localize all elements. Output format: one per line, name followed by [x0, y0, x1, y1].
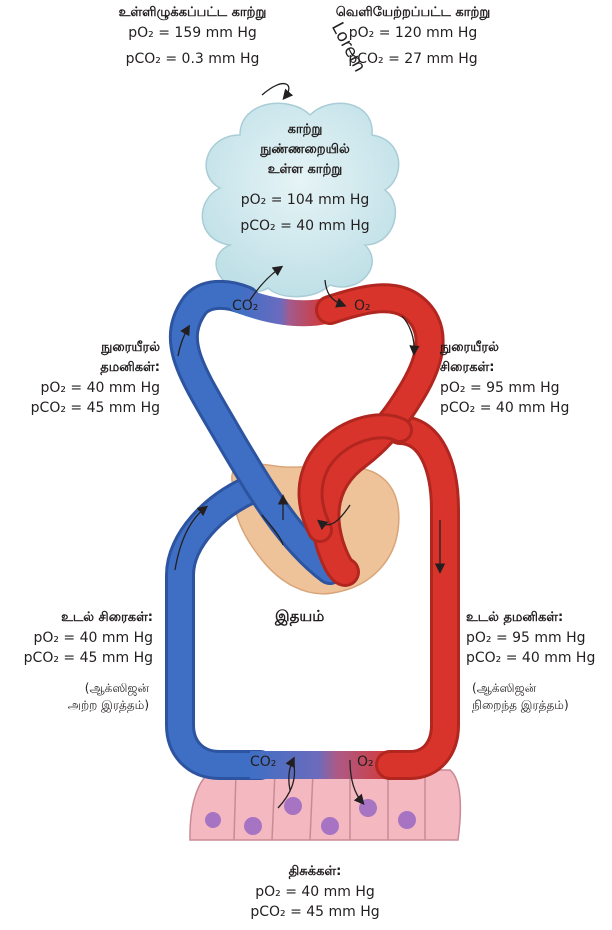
exhaled-title: வெளியேற்றப்பட்ட காற்று	[335, 5, 491, 20]
systemic-vein-note-1: (ஆக்ஸிஜன்	[84, 681, 149, 695]
pulmonary-vein-label: நுரையீரல் சிரைகள்: pO₂ = 95 mm Hg pCO₂ =…	[440, 338, 605, 418]
inhaled-po2: pO₂ = 159 mm Hg	[128, 25, 257, 41]
systemic-loop	[165, 415, 460, 780]
pulmonary-vein-pco2: pCO₂ = 40 mm Hg	[440, 400, 570, 416]
inhaled-title: உள்ளிழுக்கப்பட்ட காற்று	[118, 5, 267, 20]
systemic-vein-po2: pO₂ = 40 mm Hg	[33, 630, 153, 646]
lorem-watermark: Lorem	[327, 19, 370, 75]
o2-bottom-label: O₂	[357, 754, 374, 770]
tissue-cells	[189, 769, 462, 841]
pulmonary-artery-label: நுரையீரல் தமனிகள்: pO₂ = 40 mm Hg pCO₂ =…	[10, 338, 160, 418]
tissues-label: திசுக்கள்: pO₂ = 40 mm Hg pCO₂ = 45 mm H…	[230, 862, 400, 922]
exhaled-pco2: pCO₂ = 27 mm Hg	[348, 51, 478, 67]
tissues-title: திசுக்கள்:	[288, 864, 342, 879]
pulmonary-loop	[168, 279, 445, 587]
inhaled-air-label: உள்ளிழுக்கப்பட்ட காற்று pO₂ = 159 mm Hg …	[95, 3, 290, 69]
tissues-pco2: pCO₂ = 45 mm Hg	[250, 904, 380, 920]
pulmonary-artery-line1: நுரையீரல்	[101, 340, 160, 355]
pulmonary-artery-po2: pO₂ = 40 mm Hg	[40, 380, 160, 396]
tissues-po2: pO₂ = 40 mm Hg	[255, 884, 375, 900]
co2-top-label: CO₂	[232, 298, 259, 314]
systemic-artery-pco2: pCO₂ = 40 mm Hg	[466, 650, 596, 666]
exhaled-po2: pO₂ = 120 mm Hg	[348, 25, 478, 41]
systemic-vein-label: உடல் சிரைகள்: pO₂ = 40 mm Hg pCO₂ = 45 m…	[5, 608, 153, 714]
pulmonary-artery-line2: தமனிகள்:	[100, 360, 160, 375]
systemic-artery-label: உடல் தமனிகள்: pO₂ = 95 mm Hg pCO₂ = 40 m…	[466, 608, 608, 714]
exhaled-air-label: வெளியேற்றப்பட்ட காற்று pO₂ = 120 mm Hg p…	[318, 3, 508, 69]
o2-top-label: O₂	[354, 298, 371, 314]
systemic-artery-note-2: நிறைந்த இரத்தம்)	[472, 698, 569, 712]
alveolus-label: காற்று நுண்ணறையில் உள்ள காற்று pO₂ = 104…	[215, 120, 395, 236]
systemic-artery-title: உடல் தமனிகள்:	[466, 610, 564, 625]
systemic-artery-note-1: (ஆக்ஸிஜன்	[472, 681, 537, 695]
alveolus-pco2: pCO₂ = 40 mm Hg	[240, 218, 370, 234]
alveolus-line2: நுண்ணறையில்	[260, 142, 350, 157]
pulmonary-artery-pco2: pCO₂ = 45 mm Hg	[30, 400, 160, 416]
pulmonary-vein-line1: நுரையீரல்	[440, 340, 499, 355]
flow-arrows	[174, 83, 446, 809]
systemic-vein-note-2: அற்ற இரத்தம்)	[67, 698, 149, 712]
alveolus-line3: உள்ள காற்று	[267, 162, 343, 177]
heart-label: இதயம்	[275, 607, 325, 625]
pulmonary-vein-line2: சிரைகள்:	[440, 360, 495, 375]
alveolus-line1: காற்று	[287, 122, 323, 137]
co2-bottom-label: CO₂	[250, 754, 277, 770]
systemic-vein-pco2: pCO₂ = 45 mm Hg	[23, 650, 153, 666]
systemic-vein-title: உடல் சிரைகள்:	[61, 610, 153, 625]
alveolus-po2: pO₂ = 104 mm Hg	[240, 192, 370, 208]
systemic-artery-po2: pO₂ = 95 mm Hg	[466, 630, 586, 646]
inhaled-pco2: pCO₂ = 0.3 mm Hg	[125, 51, 260, 67]
pulmonary-vein-po2: pO₂ = 95 mm Hg	[440, 380, 560, 396]
alveolus-cloud	[201, 102, 400, 298]
